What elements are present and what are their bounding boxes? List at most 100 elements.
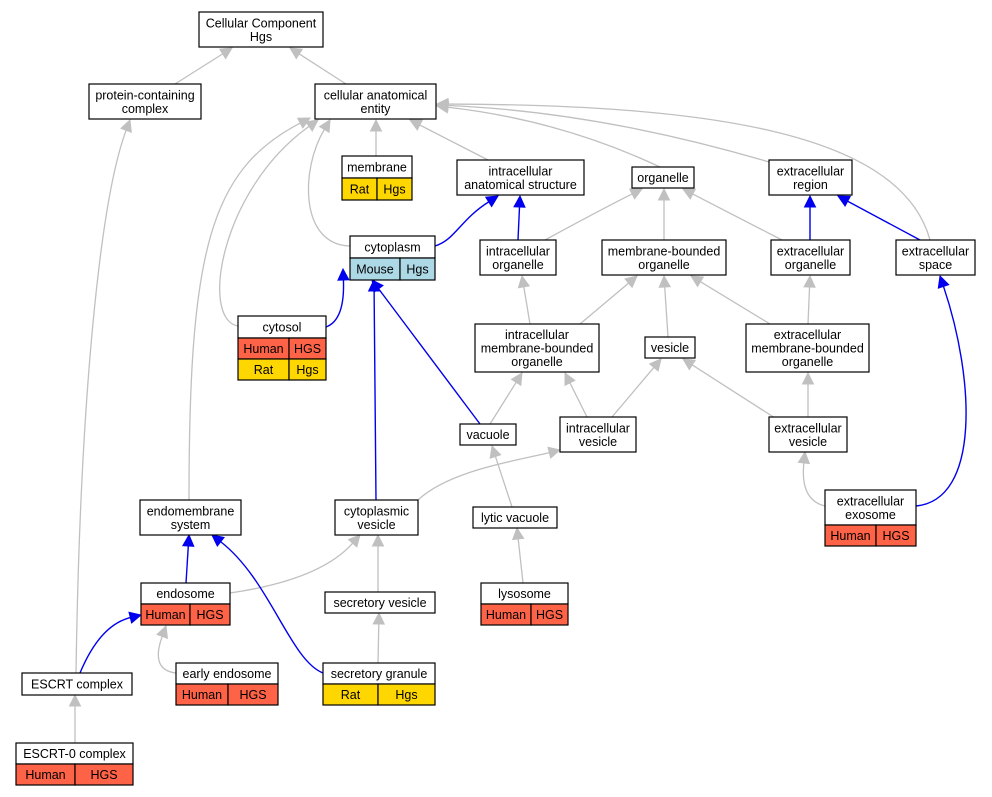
node-label: ESCRT-0 complex [23,747,126,761]
node-label: intracellular [505,328,569,342]
edge-escrt0-to-escrt [68,693,82,743]
edge-cytosol-to-cae [219,119,319,327]
node-organelle[interactable]: organelle [631,166,695,189]
edge-icorg-to-ias [513,194,526,241]
edge-arrowhead [564,371,576,387]
species-cell-human [189,603,231,626]
edge-arrowhead [347,534,361,548]
edge-arrowhead [803,274,816,288]
edge-icvesicle-to-icmborg [564,371,588,418]
node-box [768,416,848,453]
edge-line [157,636,177,674]
node-label: membrane [347,161,407,175]
node-label: extracellular [774,328,841,342]
edge-arrowhead [510,372,523,387]
node-label: lysosome [498,587,551,601]
node-box [456,159,585,196]
edge-cytoplasm-to-ias [434,195,499,247]
edge-arrowhead [513,194,526,208]
node-label: cellular anatomical [324,88,428,102]
edge-icmborg-to-mborg [579,275,638,325]
edge-ecvesicle-to-ecmborg [801,371,815,417]
edge-line [691,364,776,419]
node-label: organelle [782,355,833,369]
node-box [314,83,437,120]
edge-line [692,193,783,241]
species-cell-human [875,524,917,547]
node-vesicle[interactable]: vesicle [644,336,696,359]
node-label: extracellular [777,164,844,178]
node-label: organelle [492,258,543,272]
edge-line [307,129,351,247]
node-label: secretory vesicle [333,596,426,610]
node-label: complex [122,102,169,116]
edge-lysosome-to-lyticvac [511,526,525,584]
node-label: vesicle [357,518,395,532]
species-cell-label: Hgs [395,688,417,702]
edge-arrowhead [682,188,697,200]
edge-line [447,104,770,163]
edge-organelle-to-cae [435,101,661,168]
edge-arrowhead [304,119,319,132]
node-vacuole[interactable]: vacuole [459,423,517,446]
species-cell-label: Human [25,768,65,782]
edge-arrowhead [517,274,531,289]
species-cell-label: Human [830,529,870,543]
edge-arrowhead [658,274,672,288]
edge-line [188,122,301,501]
edge-arrowhead [128,611,143,624]
node-lyticvac[interactable]: lytic vacuole [472,506,558,529]
edge-vacuole-to-cytoplasm [371,279,481,425]
edge-icmborg-to-icorg [517,274,531,325]
species-cell-rat [376,177,413,201]
node-label: organelle [785,258,836,272]
edge-ecmborg-to-ecorg [803,274,816,325]
edge-vesicle-to-mborg [658,274,672,338]
edge-arrowhead [296,117,311,129]
edge-ias-to-cae [409,119,489,161]
node-box [768,159,853,196]
node-box [644,336,696,359]
edge-arrowhead [797,450,811,465]
node-label: cytoplasmic [344,504,409,518]
node-label: intracellular [486,244,550,258]
edge-arrowhead [803,194,817,208]
edge-layer [68,47,967,743]
edge-line [523,286,531,325]
node-secvesicle[interactable]: secretory vesicle [324,591,436,614]
node-box [474,323,600,373]
species-cell-label: HGS [90,768,117,782]
edge-cytoplasm-to-cae [307,119,351,247]
node-box [472,506,558,529]
node-escrt[interactable]: ESCRT complex [21,672,133,696]
node-label: vesicle [579,435,617,449]
edge-ecspace-to-ecregion [837,195,921,241]
edge-line [664,286,669,338]
species-cell-label: Rat [341,688,361,702]
